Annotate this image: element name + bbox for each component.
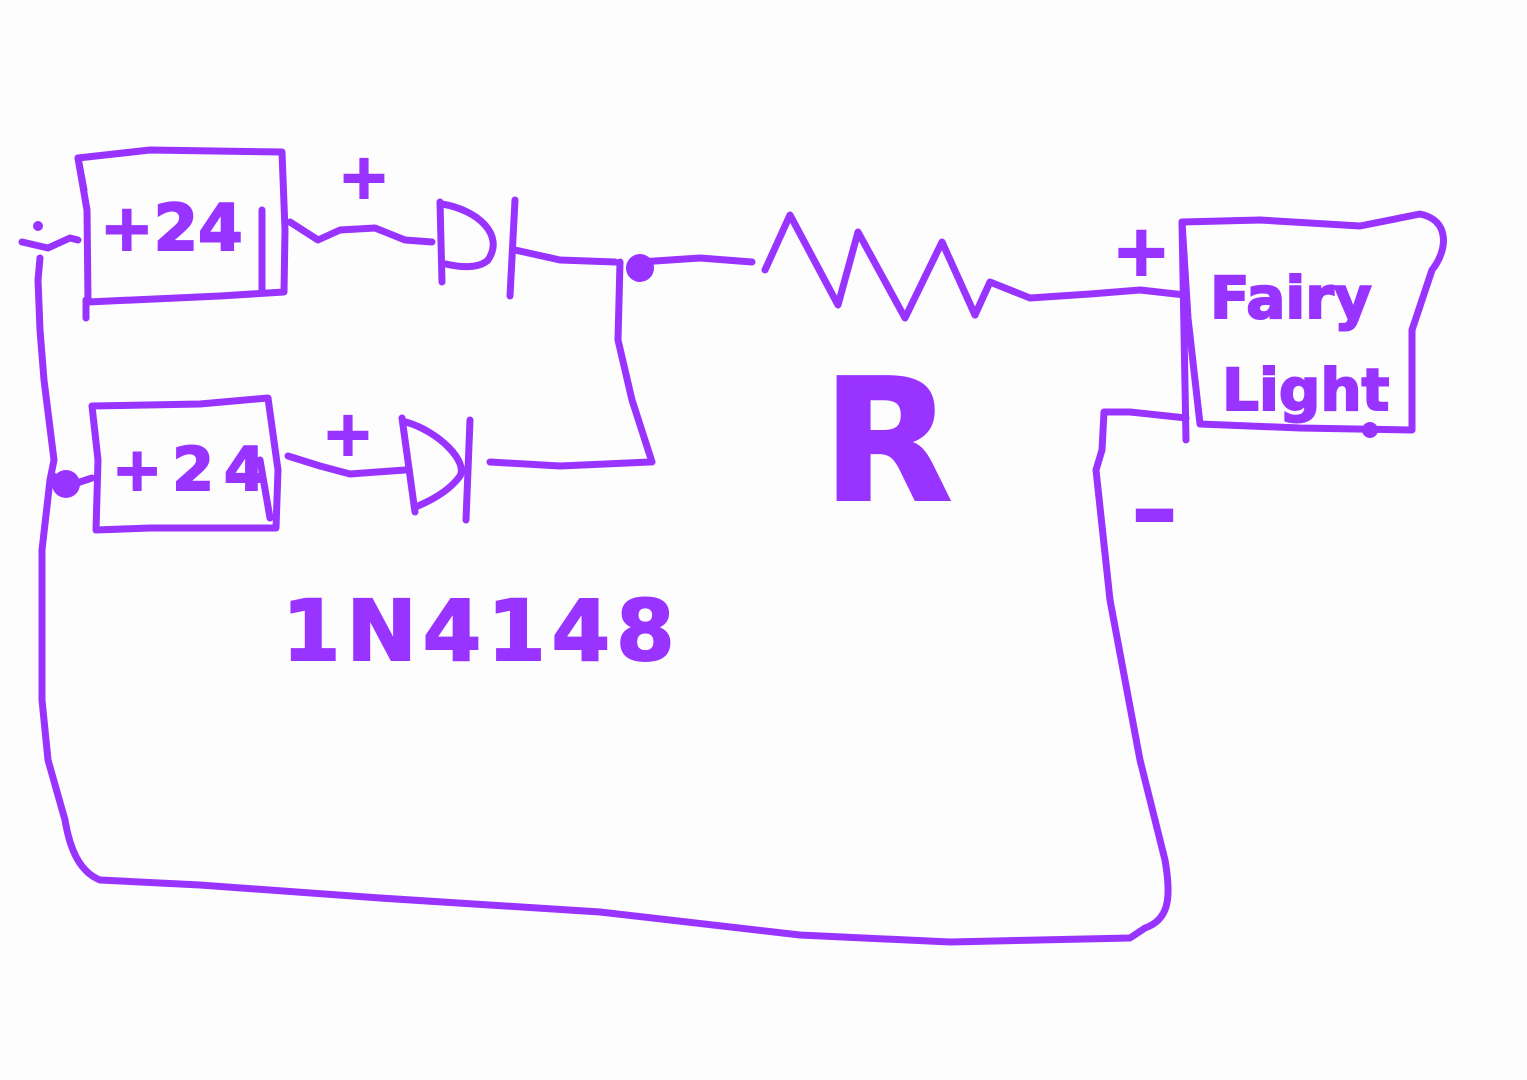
diode-bottom-cathode-bar: [462, 416, 474, 524]
resistor-lead-in: [636, 254, 756, 266]
diode-bottom-lead-out: [486, 458, 654, 470]
battery-top-box: [74, 146, 289, 306]
diode-top-body: [436, 198, 497, 286]
battery-bottom-label: +24: [112, 435, 276, 505]
diode-top: +: [286, 139, 619, 300]
diode-part-label: 1N4148: [282, 582, 681, 680]
battery-top-label: +24: [100, 192, 243, 266]
resistor: R: [636, 211, 1189, 542]
return-node-bottom-battery: [52, 470, 80, 498]
diode-junction: [614, 254, 656, 466]
resistor-label: R: [822, 343, 953, 541]
resistor-lead-out: [971, 278, 1189, 319]
diode-bottom-body: [398, 414, 465, 516]
fairy-light-line1: Fairy: [1210, 264, 1372, 332]
diode-top-plus-label: +: [338, 140, 390, 213]
return-wire-path: [34, 254, 1190, 946]
junction-vertical-wire: [614, 258, 656, 466]
diode-bottom-plus-label: +: [322, 397, 374, 470]
fairy-light-minus-label: –: [1132, 457, 1177, 562]
diode-bottom: +: [284, 396, 654, 524]
fairy-light-node: [1362, 422, 1378, 438]
battery-top-left-bar: [74, 154, 90, 322]
fairy-light-box: [1178, 210, 1447, 434]
battery-bottom-box: [88, 394, 282, 534]
return-node-top-battery: [33, 221, 43, 231]
fairy-light-left-bar: [1178, 218, 1190, 444]
diode-bottom-lead-in: [284, 452, 409, 478]
fairy-light: Fairy Light + –: [1111, 209, 1447, 563]
return-wire: [18, 221, 1190, 946]
fairy-light-line2: Light: [1222, 356, 1389, 424]
battery-top: +24: [74, 146, 289, 322]
fairy-light-plus-label: +: [1112, 210, 1171, 292]
battery-bottom-right-bar: [256, 456, 274, 522]
resistor-zigzag: [761, 211, 979, 322]
diode-top-lead-out: [511, 246, 619, 266]
battery-bottom: +24: [88, 394, 282, 534]
diode-top-lead-in: [286, 218, 436, 246]
battery-top-negative-lead: [18, 234, 82, 252]
